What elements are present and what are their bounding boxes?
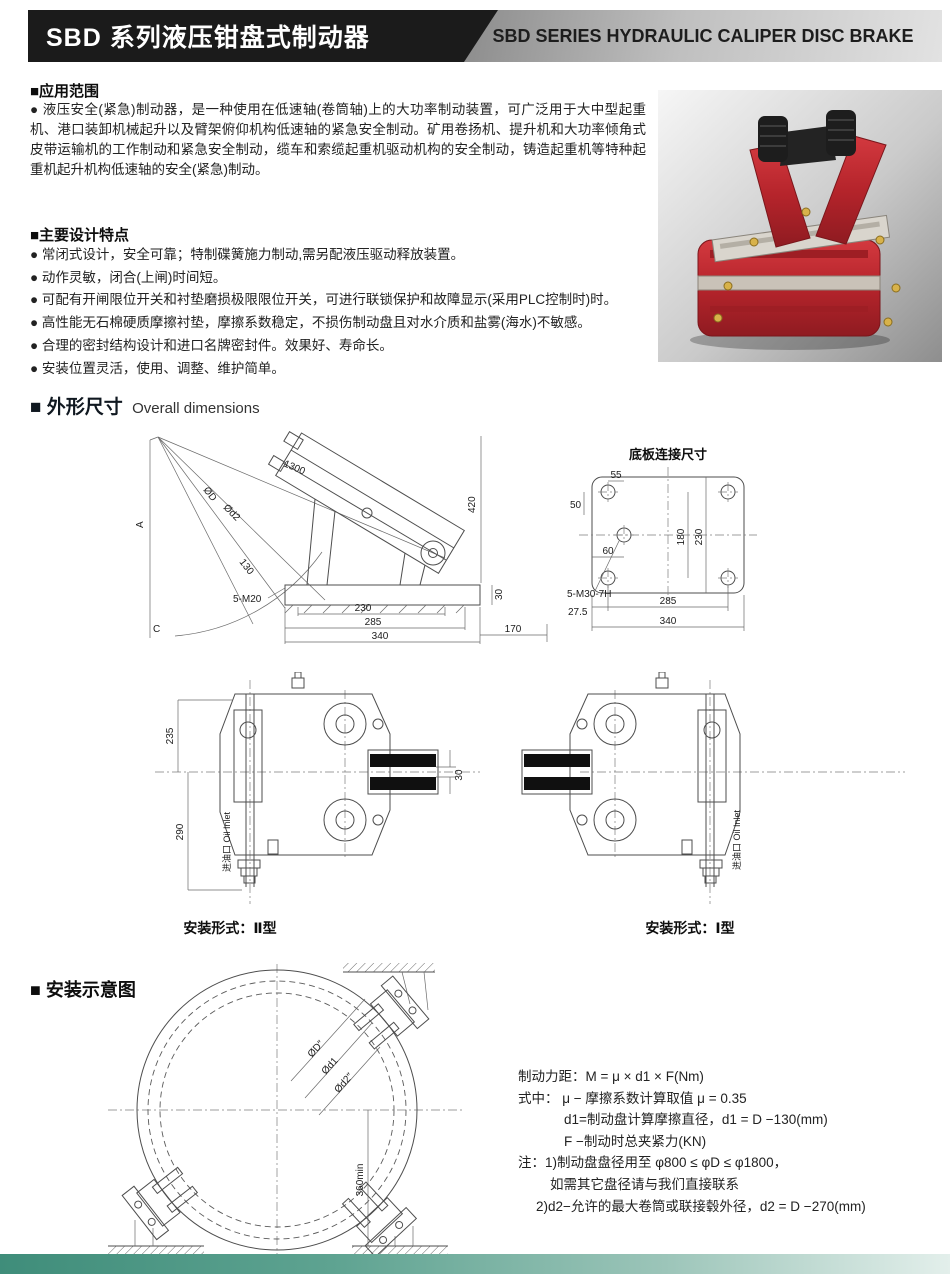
mounting-type-ii-drawing: 235 290 30 进油口 Oil Inlet: [155, 672, 480, 904]
dim-340: 340: [660, 616, 677, 627]
ground-hatching: [284, 604, 465, 614]
dimension-lines: [267, 436, 548, 644]
application-body: ● 液压安全(紧急)制动器，是一种使用在低速轴(卷筒轴)上的大功率制动装置，可广…: [30, 102, 646, 177]
mount-ii-caption: 安装形式：Ⅱ型: [183, 920, 277, 936]
dim-420: 420: [467, 496, 478, 513]
formula-block: 制动力距：M = μ × d1 × F(Nm) 式中： μ − 摩擦系数计算取值…: [518, 1066, 944, 1217]
overall-dimension-drawing: A 1300 ØD Ød2 130 420 30 5-M20 230 285 3…: [135, 431, 548, 644]
dim-290: 290: [175, 823, 186, 840]
dim-230: 230: [694, 528, 705, 545]
footer-color-bar: [0, 1254, 950, 1274]
brake-body-outline: [267, 431, 481, 606]
feature-item: ● 常闭式设计，安全可靠；特制碟簧施力制动,需另配液压驱动释放装置。: [30, 247, 465, 262]
features-heading: ■主要设计特点: [30, 227, 130, 244]
caliper-body-mirrored: [521, 672, 741, 887]
features-list: ● 常闭式设计，安全可靠；特制碟簧施力制动,需另配液压驱动释放装置。 ● 动作灵…: [30, 246, 656, 382]
feature-item: ● 可配有开闸限位开关和衬垫磨损极限限位开关，可进行联锁保护和故障显示(采用PL…: [30, 292, 618, 308]
center-lines: [579, 467, 757, 603]
dim-diad1: Ød1: [320, 1055, 341, 1077]
dimensions-heading-en: Overall dimensions: [132, 400, 260, 417]
dim-diaD: ØD: [201, 485, 219, 504]
feature-item: ● 高性能无石棉硬质摩擦衬垫，摩擦系数稳定，不损伤制动盘且对水介质和盐雾(海水)…: [30, 315, 591, 331]
formula-line: 如需其它盘径请与我们直接联系: [550, 1176, 739, 1192]
dim-360min: 360min: [355, 1164, 366, 1197]
leader-lines: [290, 998, 381, 1246]
dim-235: 235: [165, 727, 176, 744]
product-photo: [658, 90, 942, 362]
dim-30: 30: [494, 588, 505, 600]
section-marker: ■: [30, 397, 42, 418]
dim-A: A: [135, 521, 146, 528]
caliper-supports: [134, 971, 429, 1246]
mount-i-caption: 安装形式：Ⅰ型: [645, 920, 735, 936]
brake-bolts: [713, 207, 901, 327]
installation-schematic: ØD″ Ød1 Ød2″ 360min: [108, 963, 462, 1258]
brake-springs: [758, 110, 856, 162]
formula-line: 2)d2−允许的最大卷筒或联接毂外径，d2 = D −270(mm): [536, 1198, 866, 1214]
brake-drum: [697, 239, 881, 337]
feature-item: ● 安装位置灵活，使用、调整、维护简单。: [30, 360, 285, 376]
disc-inner-circles: [147, 980, 407, 1240]
application-heading: ■应用范围: [30, 83, 100, 100]
dimension-lines: [583, 477, 745, 631]
center-lines: [580, 680, 905, 904]
oil-inlet-label: 进油口 Oil Inlet: [221, 811, 232, 872]
dim-285: 285: [660, 596, 677, 607]
formula-line: 注：1)制动盘盘径用至 φ800 ≤ φD ≤ φ1800，: [518, 1155, 788, 1171]
formula-line: 式中： μ − 摩擦系数计算取值 μ = 0.35: [518, 1090, 747, 1106]
brake-arms: [749, 126, 887, 248]
formula-line: d1=制动盘计算摩擦直径，d1 = D −130(mm): [564, 1112, 828, 1128]
page-header: SBD SERIES HYDRAULIC CALIPER DISC BRAKE …: [28, 10, 942, 62]
caliper-bottom-right: [333, 1173, 417, 1258]
center-lines: [155, 680, 480, 904]
feature-item: ● 动作灵敏，闭合(上闸)时间短。: [30, 269, 227, 285]
base-plate-title: 底板连接尺寸: [629, 447, 707, 462]
dim-diaD: ØD″: [306, 1038, 327, 1059]
dim-60: 60: [602, 546, 614, 557]
formula-line: F −制动时总夹紧力(KN): [564, 1133, 707, 1149]
dim-180: 180: [676, 528, 687, 545]
dim-340: 340: [372, 631, 389, 642]
page-title-en: SBD SERIES HYDRAULIC CALIPER DISC BRAKE: [492, 25, 914, 46]
caliper-bottom-left: [121, 1157, 206, 1241]
dim-230: 230: [355, 603, 372, 614]
dim-C: C: [153, 624, 160, 635]
dim-170: 170: [505, 624, 522, 635]
center-lines: [108, 964, 462, 1254]
dim-diad2: Ød2: [221, 502, 242, 523]
base-plate-drawing: 底板连接尺寸: [567, 447, 757, 631]
dim-5M30: 5-M30-7H: [567, 589, 611, 600]
header-english-band: SBD SERIES HYDRAULIC CALIPER DISC BRAKE: [464, 10, 942, 62]
dim-diad2: Ød2″: [333, 1071, 356, 1095]
feature-item: ● 合理的密封结构设计和进口名牌密封件。效果好、寿命长。: [30, 337, 393, 353]
oil-inlet-label: 进油口 Oil Inlet: [731, 809, 742, 870]
mounting-surfaces: [108, 963, 448, 1255]
dim-30: 30: [454, 769, 465, 781]
mounting-type-i-drawing: 进油口 Oil Inlet: [521, 672, 905, 904]
dim-285: 285: [365, 617, 382, 628]
dim-1300: 1300: [282, 459, 307, 478]
dim-5M20: 5-M20: [233, 594, 262, 605]
dimensions-heading-cn: 外形尺寸: [46, 397, 123, 418]
brake-pads: [370, 754, 436, 790]
page-title-cn: SBD 系列液压钳盘式制动器: [46, 24, 370, 52]
disc-outer-circle: [136, 969, 418, 1251]
installation-heading: ■ 安装示意图: [30, 980, 136, 1000]
dimensions-heading: ■ 外形尺寸 Overall dimensions: [30, 392, 260, 419]
dimension-lines: [177, 699, 456, 891]
caliper-body: [219, 672, 439, 887]
dim-55: 55: [610, 470, 622, 481]
formula-line: 制动力距：M = μ × d1 × F(Nm): [518, 1069, 704, 1084]
dim-130: 130: [237, 557, 256, 577]
dim-50: 50: [570, 500, 582, 511]
dim-27-5: 27.5: [568, 607, 588, 618]
caliper-top: [345, 975, 430, 1059]
